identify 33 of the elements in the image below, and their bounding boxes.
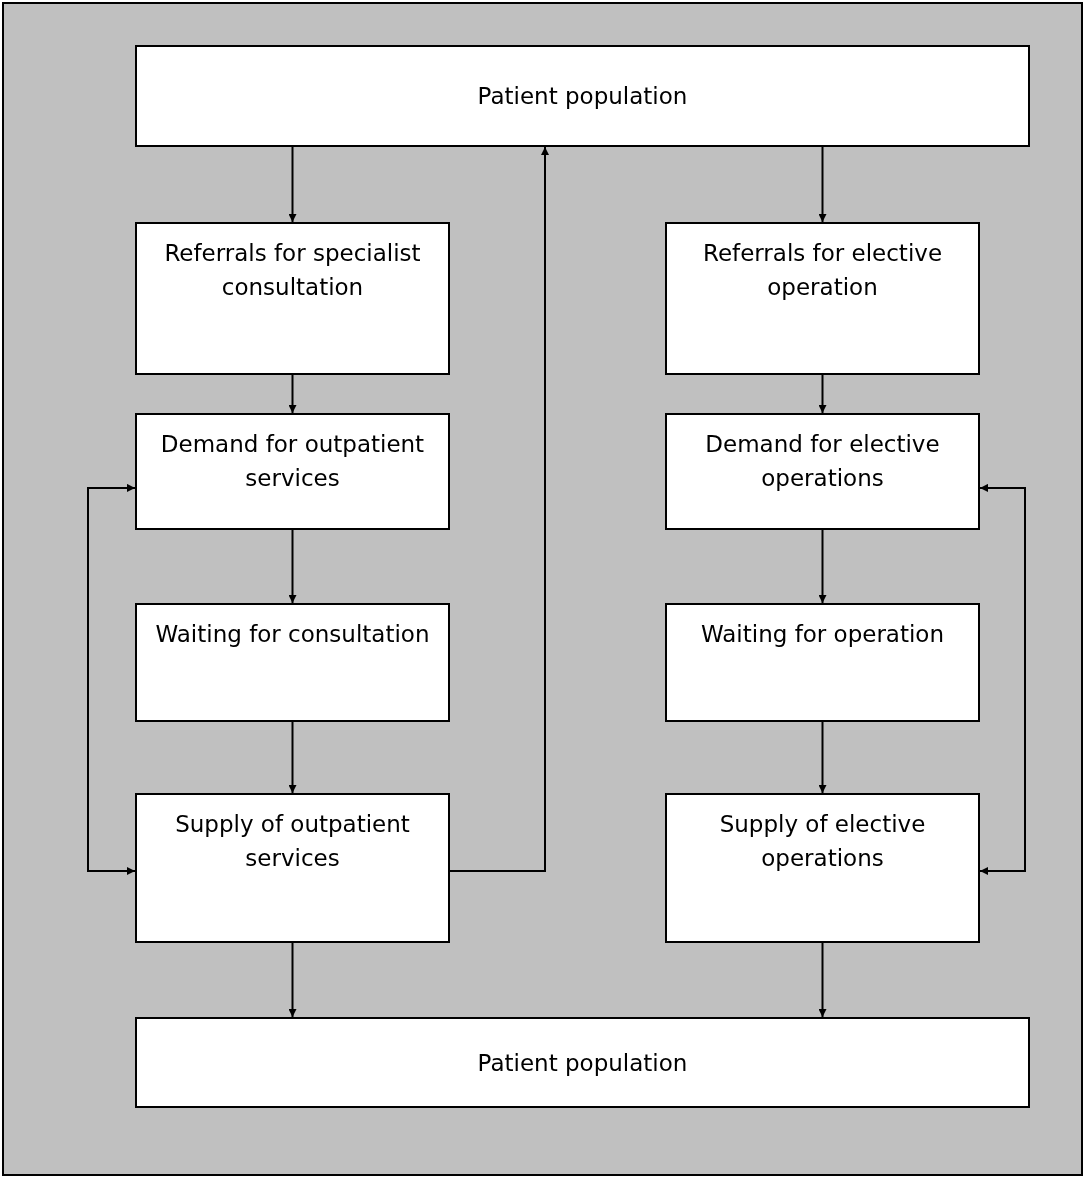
- box-label: Supply of elective operations: [718, 810, 927, 873]
- box-label: Supply of outpatient services: [174, 810, 411, 873]
- box-label: Waiting for consultation: [155, 620, 430, 649]
- arrow: [818, 146, 827, 223]
- arrow: [288, 146, 297, 223]
- process-box: [135, 413, 450, 530]
- process-box: [665, 413, 980, 530]
- process-box: [135, 603, 450, 722]
- box-label: Demand for elective operations: [704, 430, 941, 493]
- arrow: [818, 721, 827, 794]
- arrow: [288, 942, 297, 1018]
- box-label: Waiting for operation: [701, 620, 944, 649]
- box-label: Referrals for specialist consultation: [163, 239, 422, 302]
- arrow: [818, 374, 827, 414]
- process-box: [665, 222, 980, 375]
- box-label: Referrals for elective operation: [701, 239, 944, 302]
- arrow: [288, 721, 297, 794]
- arrow: [449, 146, 549, 872]
- arrow: [87, 483, 136, 875]
- box-label: Patient population: [477, 1048, 688, 1078]
- arrow: [979, 483, 1026, 875]
- process-box: [135, 793, 450, 943]
- box-label: Patient population: [477, 82, 688, 111]
- arrow: [818, 529, 827, 604]
- process-box: [135, 222, 450, 375]
- process-box: [665, 793, 980, 943]
- box-label: Demand for outpatient services: [159, 430, 426, 493]
- arrow: [288, 374, 297, 414]
- arrow: [818, 942, 827, 1018]
- process-box: [135, 45, 1030, 147]
- process-box: [135, 1017, 1030, 1108]
- arrow: [288, 529, 297, 604]
- process-box: [665, 603, 980, 722]
